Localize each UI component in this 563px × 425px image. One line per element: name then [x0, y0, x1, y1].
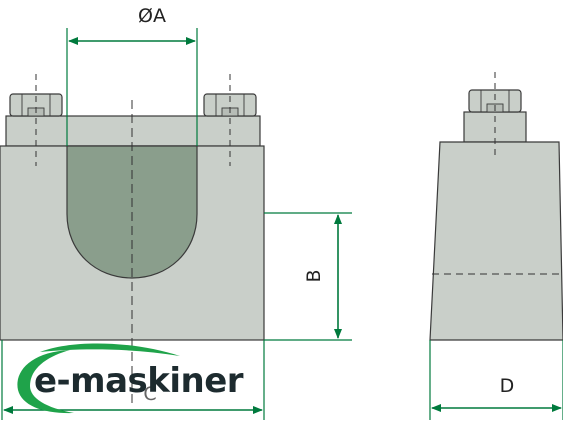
dimension-d: D: [429, 340, 563, 420]
dimension-c-label: C: [143, 383, 156, 405]
front-top-plate: [5, 115, 261, 147]
dimension-b: B: [264, 212, 352, 341]
logo-swoosh-icon: [17, 350, 74, 414]
logo-text: e-maskiner: [34, 361, 244, 401]
dimension-d-label: D: [500, 375, 515, 397]
side-body: [429, 141, 563, 341]
logo-swoosh-tail-icon: [40, 343, 180, 356]
bolt-center-lines: [35, 74, 231, 166]
dimension-a: ØA: [66, 5, 198, 146]
e-maskiner-logo: e-maskiner: [17, 343, 244, 414]
side-view: [429, 72, 563, 341]
dimension-b-label: B: [303, 269, 325, 282]
dimension-a-label: ØA: [138, 5, 166, 27]
front-view: [0, 74, 265, 408]
